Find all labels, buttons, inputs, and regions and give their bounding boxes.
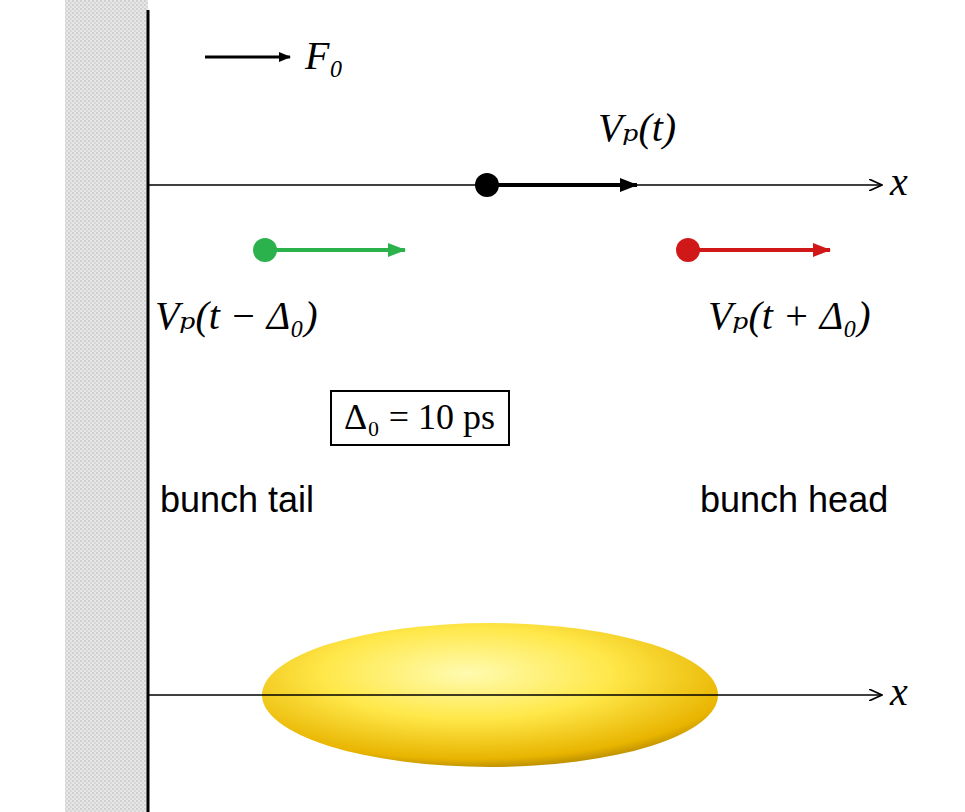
x-axis [148,694,882,696]
region-label: bunch tail [160,480,314,520]
force-arrow [205,56,290,59]
force-label: F₀ [305,34,343,78]
velocity-label: Vₚ(t) [598,106,676,150]
axis-label: x [890,160,908,204]
particle-dot [253,238,277,262]
region-label: bunch head [700,480,888,520]
velocity-arrow [688,248,830,252]
particle-dot [676,238,700,262]
velocity-label: Vₚ(t − Δ₀) [155,294,318,338]
particle-dot [475,173,499,197]
velocity-label: Vₚ(t + Δ₀) [708,294,871,338]
axis-label: x [890,670,908,714]
parameter-box: Δ₀ = 10 ps [330,390,510,446]
velocity-arrow [487,183,637,187]
velocity-arrow [265,248,405,252]
box-text: Δ₀ = 10 ps [344,398,496,438]
wall-line [147,10,150,812]
x-axis [148,184,882,186]
wall-band [65,0,148,812]
